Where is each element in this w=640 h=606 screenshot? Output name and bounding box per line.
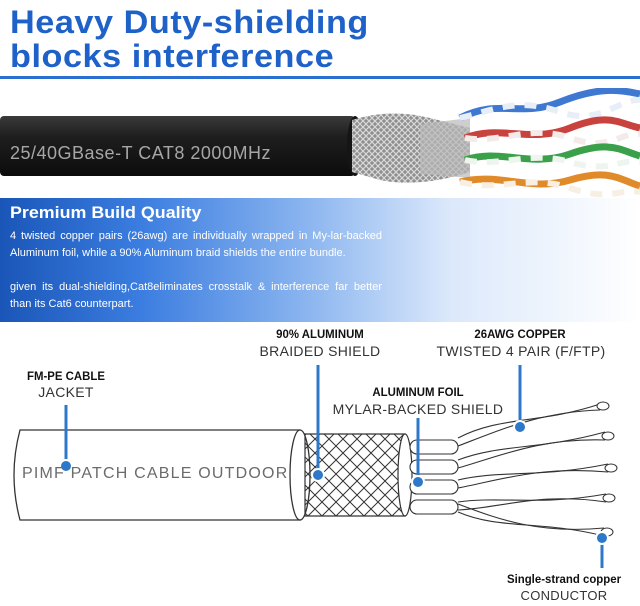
quality-paragraph-2: given its dual-shielding,Cat8eliminates … (10, 281, 382, 310)
twisted-pair-blue (458, 88, 640, 122)
jacket-label-sub: JACKET (38, 384, 94, 400)
jacket-callout-dot (59, 459, 73, 473)
headline-divider (0, 76, 640, 79)
conductor-label-title: Single-strand copper (506, 572, 622, 586)
foil-label-title: ALUMINUM FOIL (372, 385, 464, 399)
conductor-label-sub: CONDUCTOR (520, 588, 608, 603)
braid-callout-dot (311, 468, 325, 482)
headline-line-2: blocks interference (10, 38, 335, 74)
copper-label-sub: TWISTED 4 PAIR (F/FTP) (436, 343, 606, 359)
jacket-label-title: FM-PE CABLE (27, 369, 105, 383)
quality-paragraph-1: 4 twisted copper pairs (26awg) are indiv… (10, 230, 382, 259)
cable-diagram (13, 365, 618, 568)
braid-label-title: 90% ALUMINUM (276, 327, 364, 341)
cable-jacket (0, 116, 355, 176)
copper-callout-dot (513, 420, 527, 434)
twisted-pair-orange (459, 171, 640, 198)
foil-callout-dot (411, 475, 425, 489)
diagram-foil (409, 439, 459, 515)
cable-photo (0, 88, 640, 198)
braid-label-sub: BRAIDED SHIELD (259, 343, 381, 359)
foil-label-sub: MYLAR-BACKED SHIELD (332, 401, 504, 417)
quality-title: Premium Build Quality (10, 203, 202, 222)
quality-banner (0, 198, 640, 322)
diagram-cable-text: PIMF PATCH CABLE OUTDOOR (22, 465, 289, 482)
twisted-pair-green (463, 143, 640, 170)
copper-label-title: 26AWG COPPER (474, 327, 566, 341)
diagram-braid-end (397, 433, 413, 517)
diagram-twisted-pairs (457, 403, 609, 537)
headline-line-1: Heavy Duty-shielding (10, 4, 369, 40)
diagram-jacket (13, 429, 301, 521)
diagram-conductor-tips (596, 401, 618, 537)
twisted-pair-red (463, 116, 640, 146)
conductor-callout-dot (595, 531, 609, 545)
cable-print-text: 25/40GBase-T CAT8 2000MHz (10, 143, 271, 163)
foil-wrap (420, 118, 470, 178)
